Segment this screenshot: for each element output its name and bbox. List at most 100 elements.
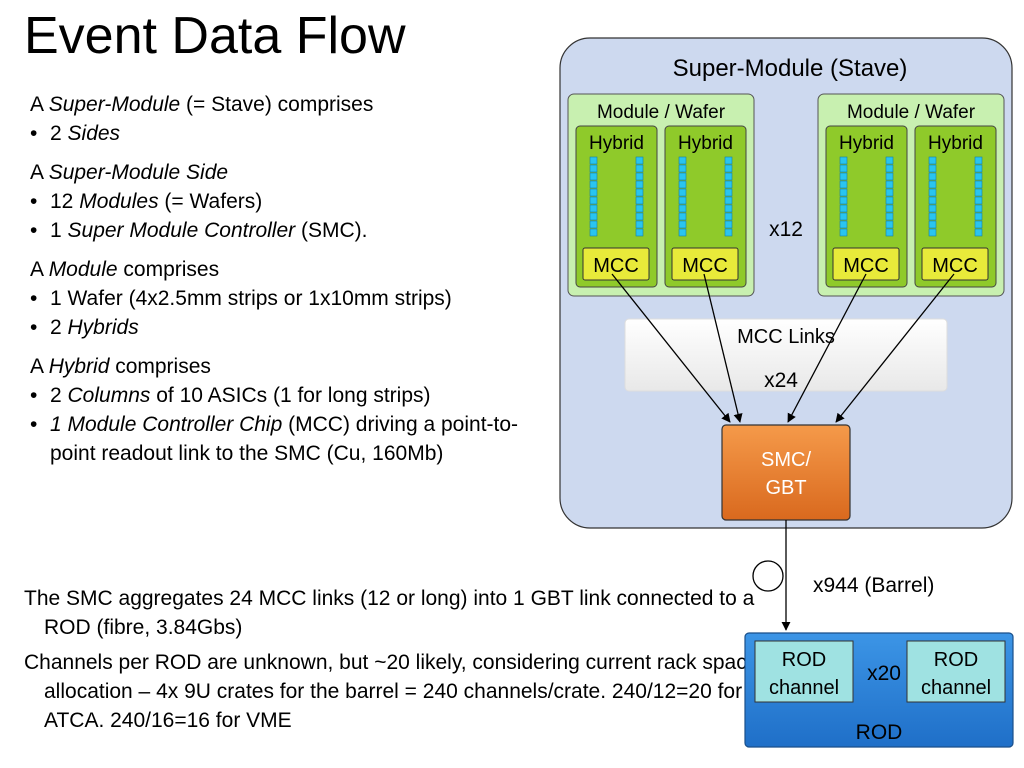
asic-chip [885, 196, 894, 205]
asic-chip [839, 172, 848, 181]
asic-column [885, 156, 894, 237]
asic-chip [928, 180, 937, 189]
asic-chip [635, 180, 644, 189]
asic-column [974, 156, 983, 237]
text-run: (= Stave) comprises [180, 93, 374, 116]
module-wafer-label: Module / Wafer [847, 102, 976, 123]
asic-chip [724, 196, 733, 205]
italic-term: Hybrids [67, 316, 139, 339]
rod-channel-label: ROD [934, 649, 978, 671]
definitions-list: A Super-Module (= Stave) comprises 2 Side… [30, 90, 550, 468]
asic-chip [589, 212, 598, 221]
asic-chip [839, 156, 848, 165]
definition-heading: A Super-Module (= Stave) comprises [30, 90, 550, 119]
asic-chip [635, 212, 644, 221]
definition-bullet: 2 Hybrids [30, 313, 550, 342]
asic-chip [678, 204, 687, 213]
asic-chip [589, 220, 598, 229]
asic-column [928, 156, 937, 237]
asic-column [839, 156, 848, 237]
asic-chip [589, 180, 598, 189]
page-title: Event Data Flow [24, 7, 406, 65]
asic-chip [928, 220, 937, 229]
asic-chip [678, 172, 687, 181]
asic-chip [724, 156, 733, 165]
fibre-multiplier: x944 (Barrel) [813, 574, 934, 597]
definition-heading: A Module comprises [30, 255, 550, 284]
asic-chip [974, 188, 983, 197]
hybrid-label: Hybrid [589, 133, 644, 154]
asic-chip [589, 196, 598, 205]
asic-chip [839, 196, 848, 205]
asic-chip [928, 228, 937, 237]
italic-term: Module [48, 258, 118, 281]
asic-chip [839, 180, 848, 189]
text-run: (SMC). [295, 219, 368, 242]
asic-chip [724, 212, 733, 221]
smc-label: SMC/ [761, 449, 811, 471]
asic-chip [974, 204, 983, 213]
asic-chip [724, 172, 733, 181]
asic-chip [678, 228, 687, 237]
asic-chip [839, 188, 848, 197]
asic-chip [724, 188, 733, 197]
asic-column [724, 156, 733, 237]
smc-aggregation-paragraph: The SMC aggregates 24 MCC links (12 or l… [24, 587, 755, 639]
definition-bullet: 1 Super Module Controller (SMC). [30, 216, 550, 245]
module-wafer-label: Module / Wafer [597, 102, 726, 123]
asic-chip [678, 196, 687, 205]
asic-chip [635, 164, 644, 173]
italic-term: Super Module Controller [67, 219, 296, 242]
asic-chip [928, 156, 937, 165]
asic-chip [589, 164, 598, 173]
mcc-chip [832, 247, 900, 281]
asic-chip [678, 188, 687, 197]
asic-chip [885, 156, 894, 165]
asic-chip [635, 220, 644, 229]
asic-chip [928, 172, 937, 181]
asic-chip [589, 228, 598, 237]
asic-chip [635, 228, 644, 237]
text-run: of 10 ASICs (1 for long strips) [150, 384, 431, 407]
mcc-label: MCC [843, 255, 889, 277]
asic-chip [589, 156, 598, 165]
asic-chip [724, 228, 733, 237]
channels-per-rod-paragraph: Channels per ROD are unknown, but ~20 li… [24, 651, 759, 732]
italic-term: Hybrid [48, 355, 110, 378]
asic-chip [839, 228, 848, 237]
asic-chip [885, 188, 894, 197]
text-run: 2 [50, 316, 68, 339]
asic-chip [885, 228, 894, 237]
definition-bullet: 12 Modules (= Wafers) [30, 187, 550, 216]
text-run: (MCC) driving a point-to-point readout l… [50, 413, 519, 465]
rod-label: ROD [856, 721, 903, 744]
mcc-links-box [624, 318, 948, 392]
rod-multiplier: x20 [867, 662, 901, 685]
text-run: A [30, 93, 49, 116]
mcc-label: MCC [593, 255, 639, 277]
asic-chip [589, 204, 598, 213]
italic-term: 1 Module Controller Chip [50, 413, 283, 436]
mcc-link-arrow [611, 273, 731, 423]
asic-chip [974, 228, 983, 237]
asic-chip [928, 164, 937, 173]
asic-chip [678, 156, 687, 165]
asic-chip [839, 204, 848, 213]
super-module-label: Super-Module (Stave) [673, 55, 908, 82]
definition-heading: A Hybrid comprises [30, 352, 550, 381]
fibre-loop [752, 560, 784, 592]
asic-column [635, 156, 644, 237]
italic-term: Sides [67, 122, 121, 145]
asic-chip [635, 156, 644, 165]
rod-channel-label: channel [769, 677, 839, 699]
rod-channel-label: ROD [782, 649, 826, 671]
text-run: 2 [50, 384, 68, 407]
mcc-link-arrow [787, 273, 867, 423]
asic-chip [885, 180, 894, 189]
italic-term: Modules [79, 190, 159, 213]
text-run: comprises [109, 355, 211, 378]
asic-chip [678, 212, 687, 221]
